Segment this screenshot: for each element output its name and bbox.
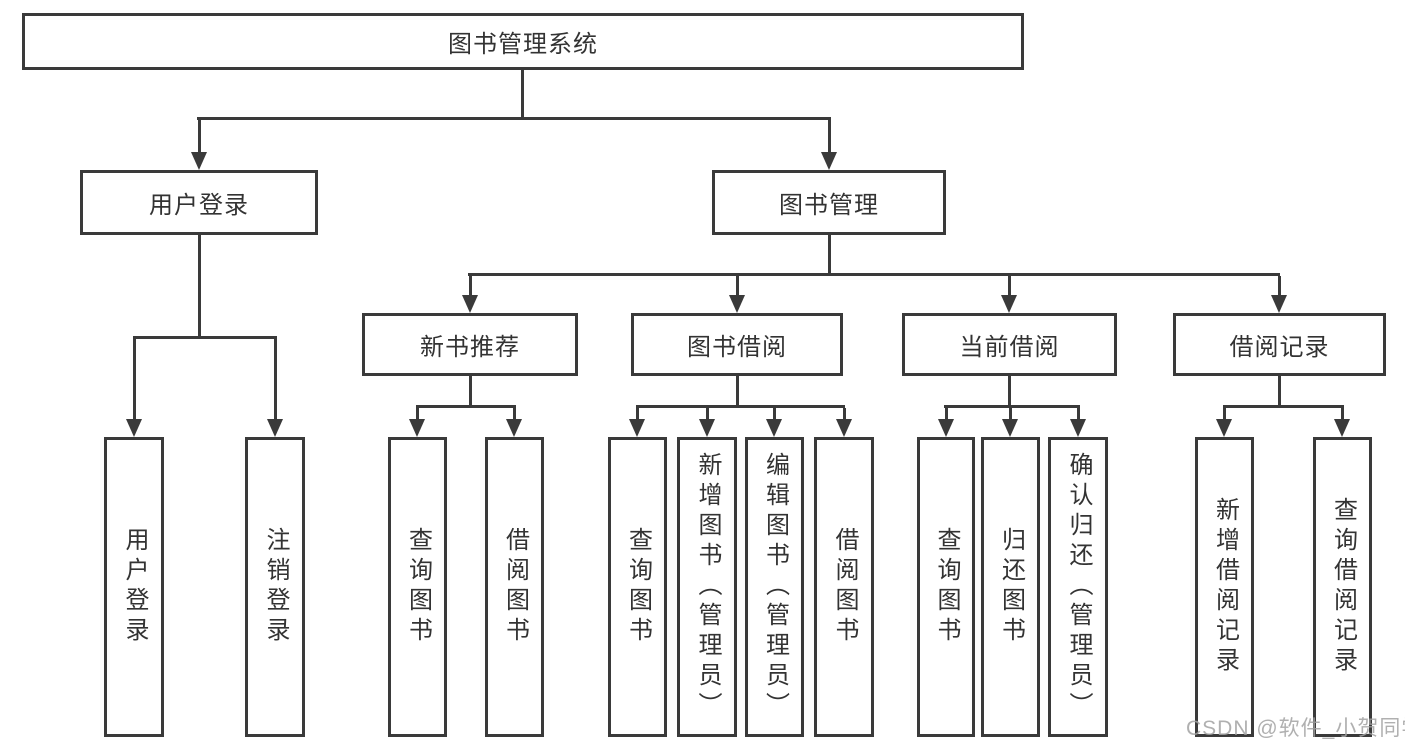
edge-drop-leaf (513, 408, 516, 419)
node-leaf-query-books-borrowing: 查询图书 (608, 437, 667, 737)
node-current-borrowing-label: 当前借阅 (959, 334, 1060, 361)
arrow-down-icon (699, 419, 715, 437)
node-leaf-query-books-current-label: 查询图书 (933, 527, 960, 647)
edge-book-borrowing-stem (736, 376, 739, 405)
node-leaf-query-books-borrowing-label: 查询图书 (624, 527, 652, 647)
edge-drop-leaf-logout (274, 339, 277, 419)
edge-drop-leaf (416, 408, 419, 419)
edge-drop-leaf (843, 408, 846, 419)
node-leaf-edit-books-admin: 编辑图书（管理员） (745, 437, 804, 737)
edge-book-management-stem (828, 235, 831, 273)
edge-drop-book-management (828, 120, 831, 152)
node-leaf-query-books-current: 查询图书 (917, 437, 975, 737)
arrow-down-icon (1334, 419, 1350, 437)
node-leaf-confirm-return-admin-label: 确认归还（管理员） (1065, 452, 1092, 722)
arrow-down-icon (766, 419, 782, 437)
arrow-down-icon (267, 419, 283, 437)
node-leaf-add-books-admin-label: 新增图书（管理员） (694, 452, 721, 722)
edge-drop-leaf (1341, 408, 1344, 419)
node-leaf-user-login-label: 用户登录 (121, 527, 148, 647)
node-leaf-borrow-books-recommend-label: 借阅图书 (501, 527, 529, 647)
node-leaf-add-borrow-record-label: 新增借阅记录 (1211, 497, 1239, 677)
node-new-book-recommend-label: 新书推荐 (420, 334, 520, 361)
edge-drop-leaf (1009, 408, 1012, 419)
arrow-down-icon (1271, 295, 1287, 313)
edge-root-stem (521, 70, 524, 117)
node-leaf-query-borrow-record-label: 查询借阅记录 (1329, 497, 1357, 677)
edge-drop-current-borrowing (1008, 276, 1011, 295)
arrow-down-icon (938, 419, 954, 437)
edge-drop-borrowing-records (1278, 276, 1281, 295)
edge-borrowing-records-stem (1278, 376, 1281, 405)
edge-drop-book-borrowing (736, 276, 739, 295)
node-leaf-confirm-return-admin: 确认归还（管理员） (1048, 437, 1108, 737)
node-book-management: 图书管理 (712, 170, 946, 235)
edge-root-rail (197, 117, 831, 120)
edge-book-management-rail (468, 273, 1280, 276)
node-leaf-borrow-books-borrowing-label: 借阅图书 (831, 527, 858, 647)
arrow-down-icon (462, 295, 478, 313)
node-current-borrowing: 当前借阅 (902, 313, 1117, 376)
edge-drop-leaf (773, 408, 776, 419)
edge-new-book-recommend-stem (469, 376, 472, 405)
edge-book-borrowing-rail (636, 405, 845, 408)
node-leaf-borrow-books-recommend: 借阅图书 (485, 437, 544, 737)
node-user-login: 用户登录 (80, 170, 318, 235)
arrow-down-icon (821, 152, 837, 170)
edge-current-borrowing-stem (1008, 376, 1011, 405)
watermark-text: CSDN @软件_小贺同学 (1186, 717, 1405, 740)
arrow-down-icon (506, 419, 522, 437)
node-book-borrowing-label: 图书借阅 (687, 334, 787, 361)
edge-user-login-rail (133, 336, 277, 339)
edge-drop-leaf (1077, 408, 1080, 419)
edge-borrowing-records-rail (1223, 405, 1344, 408)
node-leaf-logout-label: 注销登录 (262, 527, 289, 647)
node-root-label: 图书管理系统 (448, 31, 598, 58)
node-borrowing-records-label: 借阅记录 (1229, 334, 1330, 361)
edge-drop-new-book-recommend (469, 276, 472, 295)
arrow-down-icon (1001, 295, 1017, 313)
node-book-management-label: 图书管理 (779, 192, 879, 219)
node-leaf-add-borrow-record: 新增借阅记录 (1195, 437, 1254, 737)
arrow-down-icon (409, 419, 425, 437)
arrow-down-icon (836, 419, 852, 437)
edge-new-book-recommend-rail (416, 405, 516, 408)
edge-current-borrowing-rail (944, 405, 1080, 408)
arrow-down-icon (1070, 419, 1086, 437)
arrow-down-icon (191, 152, 207, 170)
arrow-down-icon (729, 295, 745, 313)
node-new-book-recommend: 新书推荐 (362, 313, 578, 376)
arrow-down-icon (629, 419, 645, 437)
node-leaf-return-books-label: 归还图书 (997, 527, 1025, 647)
node-user-login-label: 用户登录 (149, 192, 249, 219)
edge-drop-user-login (198, 120, 201, 152)
edge-drop-leaf (945, 408, 948, 419)
node-leaf-return-books: 归还图书 (981, 437, 1040, 737)
edge-drop-leaf (636, 408, 639, 419)
edge-drop-leaf (1223, 408, 1226, 419)
node-leaf-user-login: 用户登录 (104, 437, 164, 737)
node-borrowing-records: 借阅记录 (1173, 313, 1386, 376)
node-leaf-add-books-admin: 新增图书（管理员） (677, 437, 737, 737)
node-root: 图书管理系统 (22, 13, 1024, 70)
node-book-borrowing: 图书借阅 (631, 313, 843, 376)
arrow-down-icon (1216, 419, 1232, 437)
edge-drop-leaf (706, 408, 709, 419)
arrow-down-icon (126, 419, 142, 437)
node-leaf-edit-books-admin-label: 编辑图书（管理员） (761, 452, 789, 722)
node-leaf-borrow-books-borrowing: 借阅图书 (814, 437, 874, 737)
node-leaf-query-books-recommend-label: 查询图书 (404, 527, 432, 647)
node-leaf-query-borrow-record: 查询借阅记录 (1313, 437, 1372, 737)
arrow-down-icon (1002, 419, 1018, 437)
edge-user-login-stem (198, 235, 201, 336)
node-leaf-query-books-recommend: 查询图书 (388, 437, 447, 737)
node-leaf-logout: 注销登录 (245, 437, 305, 737)
edge-drop-leaf-user-login (133, 339, 136, 419)
